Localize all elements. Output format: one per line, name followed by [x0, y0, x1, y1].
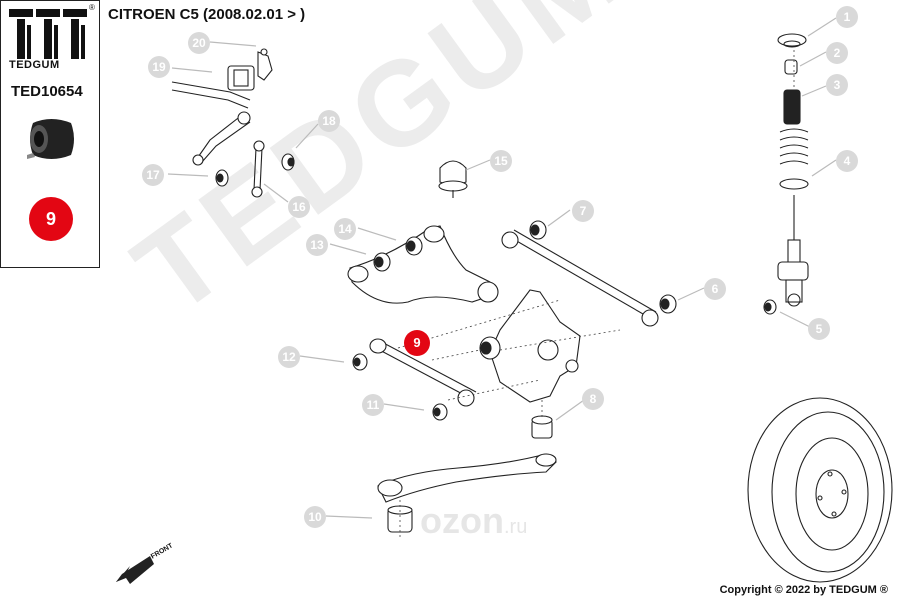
wheel [747, 397, 893, 583]
strut-assembly [777, 33, 809, 307]
callout-10[interactable]: 10 [304, 506, 326, 528]
callout-16[interactable]: 16 [288, 196, 310, 218]
callout-7[interactable]: 7 [572, 200, 594, 222]
page-title: CITROEN C5 (2008.02.01 > ) [108, 6, 306, 23]
lower-lateral-arm [369, 338, 477, 407]
watermark-site: ozon.ru [420, 500, 527, 542]
part-18-bushing [281, 153, 295, 171]
callout-11[interactable]: 11 [362, 394, 384, 416]
copyright-notice: Copyright © 2022 by TEDGUM ® [719, 584, 888, 596]
wheel-knuckle [489, 289, 581, 403]
part-14-bushing [373, 236, 423, 272]
tedgum-logo-icon [9, 9, 87, 59]
part-8-bushing [531, 415, 553, 439]
part-17-bushing [215, 169, 229, 187]
brand-name: TEDGUM [9, 59, 60, 71]
trailing-link [501, 229, 659, 327]
part-7-bushing [529, 220, 547, 240]
lower-arm [377, 453, 557, 503]
callout-13[interactable]: 13 [306, 234, 328, 256]
callout-9[interactable]: 9 [404, 330, 430, 356]
callout-6[interactable]: 6 [704, 278, 726, 300]
callout-14[interactable]: 14 [334, 218, 356, 240]
position-badge: 9 [29, 197, 73, 241]
callout-5[interactable]: 5 [808, 318, 830, 340]
part-5-bushing [763, 299, 777, 315]
callout-15[interactable]: 15 [490, 150, 512, 172]
callout-12[interactable]: 12 [278, 346, 300, 368]
callout-4[interactable]: 4 [836, 150, 858, 172]
callout-1[interactable]: 1 [836, 6, 858, 28]
part-15-bump-stop [438, 160, 468, 198]
stabilizer-clamp [227, 48, 273, 91]
part-number: TED10654 [11, 83, 83, 100]
callout-8[interactable]: 8 [582, 388, 604, 410]
callout-17[interactable]: 17 [142, 164, 164, 186]
callout-19[interactable]: 19 [148, 56, 170, 78]
bushing-icon [27, 119, 74, 159]
stabilizer-bar [171, 81, 251, 166]
part-6-bushing [659, 294, 677, 314]
stabilizer-link [251, 140, 265, 198]
callout-20[interactable]: 20 [188, 32, 210, 54]
front-arrow-icon [116, 556, 154, 584]
watermark-site-name: ozon [420, 500, 504, 541]
assembly-lines [397, 50, 795, 540]
upper-control-arm [347, 225, 499, 304]
part-10-bushing [387, 505, 413, 533]
part-11-bushing [432, 403, 448, 421]
callout-2[interactable]: 2 [826, 42, 848, 64]
callout-3[interactable]: 3 [826, 74, 848, 96]
callout-18[interactable]: 18 [318, 110, 340, 132]
sidebar-panel: ® TEDGUM TED10654 9 [0, 0, 100, 268]
leader-lines [167, 17, 837, 519]
part-12-bushing [352, 353, 368, 371]
watermark-site-suffix: .ru [503, 516, 528, 538]
registered-mark: ® [89, 3, 95, 12]
part-9-bushing [479, 336, 501, 360]
